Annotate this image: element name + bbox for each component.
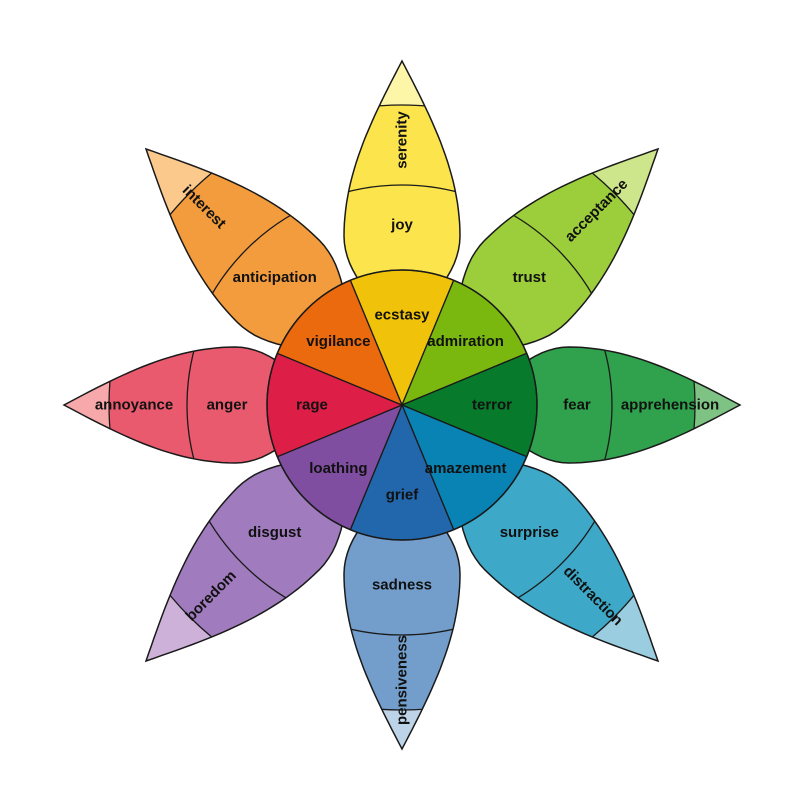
- petal-trust-outline: [401, 147, 660, 406]
- petal-fear-middle: [402, 347, 696, 463]
- label-fear: fear: [563, 397, 591, 414]
- label-vigilance: vigilance: [306, 333, 370, 350]
- petal-anticipation-middle-inner: [181, 184, 402, 405]
- center-ring: [266, 269, 538, 541]
- petal-surprise-middle-inner: [402, 405, 628, 631]
- petal-anger: [62, 346, 402, 464]
- label-sadness: sadness: [372, 577, 432, 594]
- center-circle: [266, 269, 538, 541]
- label-trust: trust: [513, 269, 546, 286]
- label-ecstasy: ecstasy: [374, 307, 430, 324]
- petal-sadness-outline: [343, 405, 461, 751]
- petals-layer: [62, 59, 742, 751]
- label-disgust: disgust: [248, 524, 301, 541]
- label-pensiveness: pensiveness: [394, 635, 411, 725]
- petal-anticipation-outline: [144, 147, 403, 406]
- label-annoyance: annoyance: [95, 397, 173, 414]
- label-rage: rage: [296, 397, 328, 414]
- petal-fear-outline: [402, 346, 742, 464]
- label-admiration: admiration: [427, 333, 504, 350]
- label-surprise: surprise: [500, 524, 559, 541]
- label-grief: grief: [386, 487, 420, 504]
- petal-sadness-middle: [344, 405, 460, 711]
- petal-fear-middle-inner: [402, 347, 613, 463]
- petal-anger-outline: [62, 346, 402, 464]
- petal-surprise: [401, 404, 660, 663]
- label-amazement: amazement: [425, 460, 507, 477]
- petal-joy-middle-inner: [344, 184, 460, 405]
- label-joy: joy: [390, 217, 413, 234]
- petal-joy-middle: [344, 104, 460, 405]
- label-terror: terror: [472, 397, 512, 414]
- label-apprehension: apprehension: [621, 397, 719, 414]
- petal-joy-outline: [343, 59, 461, 405]
- petal-anger-middle-inner: [186, 347, 402, 463]
- label-loathing: loathing: [309, 460, 367, 477]
- petal-fear: [402, 346, 742, 464]
- label-anticipation: anticipation: [233, 269, 317, 286]
- petal-anticipation: [144, 147, 403, 406]
- label-serenity: serenity: [394, 111, 411, 169]
- petal-trust: [401, 147, 660, 406]
- petal-sadness-middle-inner: [344, 405, 460, 636]
- petal-joy: [343, 59, 461, 405]
- petal-sadness: [343, 405, 461, 751]
- petal-disgust-outline: [144, 404, 403, 663]
- petal-disgust-middle-inner: [176, 405, 402, 631]
- petal-disgust: [144, 404, 403, 663]
- petal-anger-middle: [108, 347, 402, 463]
- petal-surprise-outline: [401, 404, 660, 663]
- petal-trust-middle-inner: [402, 184, 623, 405]
- label-anger: anger: [207, 397, 248, 414]
